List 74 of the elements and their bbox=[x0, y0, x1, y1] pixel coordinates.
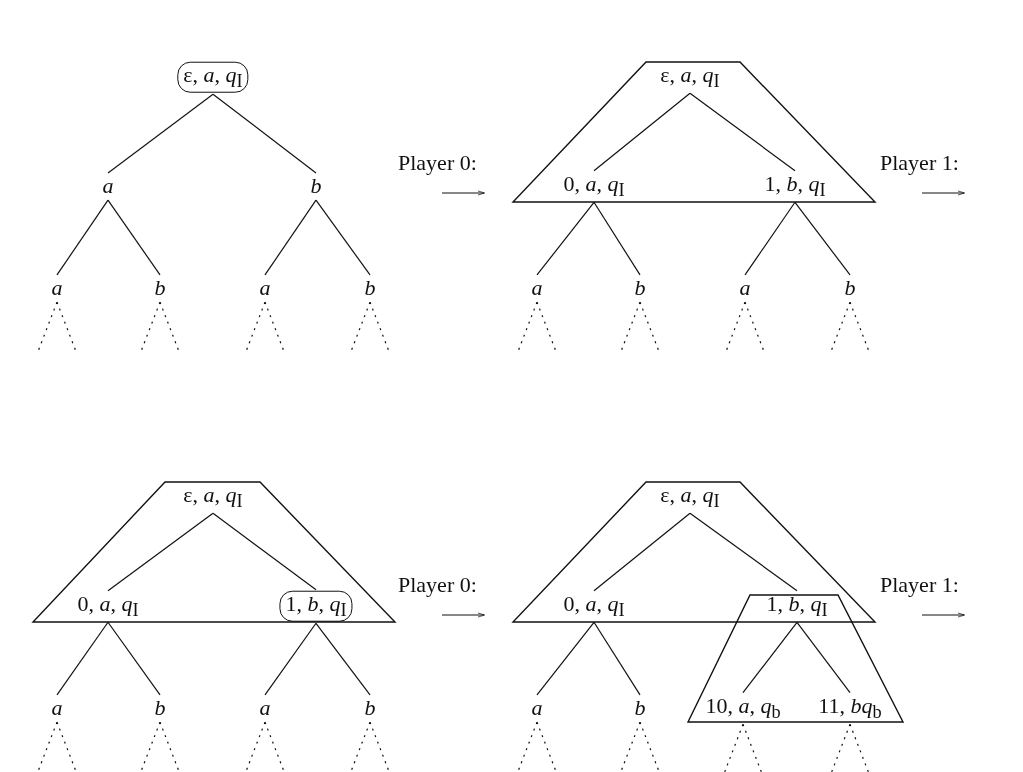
node-label: a bbox=[102, 173, 114, 199]
node-label: 0, a, q$_{I}$ bbox=[563, 591, 625, 621]
node-label: a bbox=[51, 275, 63, 301]
dotted-branch bbox=[159, 721, 181, 772]
node-label: b bbox=[154, 695, 166, 721]
tree-edge bbox=[794, 201, 851, 276]
node-label: b bbox=[634, 275, 646, 301]
node-label: 10, a, q$_{b}$ bbox=[705, 693, 781, 723]
tree-edge bbox=[593, 512, 691, 592]
tree-edge bbox=[107, 93, 214, 174]
node-label: a bbox=[259, 275, 271, 301]
tree-edge bbox=[264, 622, 317, 696]
dotted-branch bbox=[369, 721, 391, 772]
tree-edge bbox=[264, 199, 317, 276]
node-label: a bbox=[51, 695, 63, 721]
trapezoid-frame bbox=[513, 482, 875, 622]
node-label: 1, b, q$_{I}$ bbox=[766, 591, 828, 621]
node-label: 11, bq$_{b}$ bbox=[818, 693, 882, 723]
dotted-branch bbox=[722, 723, 744, 772]
node-label: ε, a, q$_{I}$ bbox=[660, 482, 720, 512]
dotted-branch bbox=[349, 721, 371, 772]
tree-edge bbox=[689, 512, 798, 592]
dotted-branch bbox=[619, 721, 641, 772]
tree-edge bbox=[56, 199, 109, 276]
player-label: Player 0: bbox=[398, 572, 477, 598]
dotted-branch bbox=[264, 721, 286, 772]
tree-edge bbox=[742, 621, 798, 694]
tree-edge bbox=[107, 512, 214, 592]
node-label: 1, b, q$_{I}$ bbox=[764, 171, 826, 201]
node-label: ε, a, q$_{I}$ bbox=[660, 62, 720, 92]
player-label: Player 0: bbox=[398, 150, 477, 176]
node-label: ε, a, q$_{I}$ bbox=[183, 482, 243, 512]
node-label: b bbox=[634, 695, 646, 721]
node-label: b bbox=[364, 275, 376, 301]
tree-edge bbox=[107, 199, 161, 276]
tree-edge bbox=[744, 201, 796, 276]
tree-edge bbox=[536, 201, 595, 276]
player-label: Player 1: bbox=[880, 572, 959, 598]
node-label: 0, a, q$_{I}$ bbox=[77, 591, 139, 621]
node-label: 0, a, q$_{I}$ bbox=[563, 171, 625, 201]
node-label: a bbox=[531, 695, 543, 721]
dotted-branch bbox=[829, 723, 851, 772]
trapezoid-frame bbox=[688, 595, 903, 722]
dotted-branch bbox=[244, 721, 266, 772]
tree-edge bbox=[593, 201, 641, 276]
tree-edge bbox=[212, 512, 317, 591]
node-label: b bbox=[310, 173, 322, 199]
dotted-branch bbox=[139, 721, 161, 772]
dotted-branch bbox=[849, 723, 871, 772]
node-label: a bbox=[739, 275, 751, 301]
tree-edge bbox=[107, 621, 161, 696]
tree-edge bbox=[315, 622, 371, 696]
tree-edge bbox=[56, 621, 109, 696]
tree-edge bbox=[315, 199, 371, 276]
node-label: b bbox=[364, 695, 376, 721]
dotted-branch bbox=[516, 721, 538, 772]
dotted-branch bbox=[36, 721, 58, 772]
tree-edge bbox=[593, 92, 691, 172]
player-label: Player 1: bbox=[880, 150, 959, 176]
tree-edge bbox=[593, 621, 641, 696]
trapezoid-frame bbox=[33, 482, 395, 622]
node-label: b bbox=[154, 275, 166, 301]
tree-edge bbox=[689, 92, 796, 172]
node-label: b bbox=[844, 275, 856, 301]
node-label: a bbox=[531, 275, 543, 301]
dotted-branch bbox=[536, 721, 558, 772]
tree-edge bbox=[796, 621, 851, 694]
dotted-branch bbox=[639, 721, 661, 772]
dotted-branch bbox=[56, 721, 78, 772]
tree-edge bbox=[536, 621, 595, 696]
tree-edge bbox=[212, 93, 317, 174]
node-label: a bbox=[259, 695, 271, 721]
dotted-branch bbox=[742, 723, 764, 772]
trapezoid-frame bbox=[513, 62, 875, 202]
